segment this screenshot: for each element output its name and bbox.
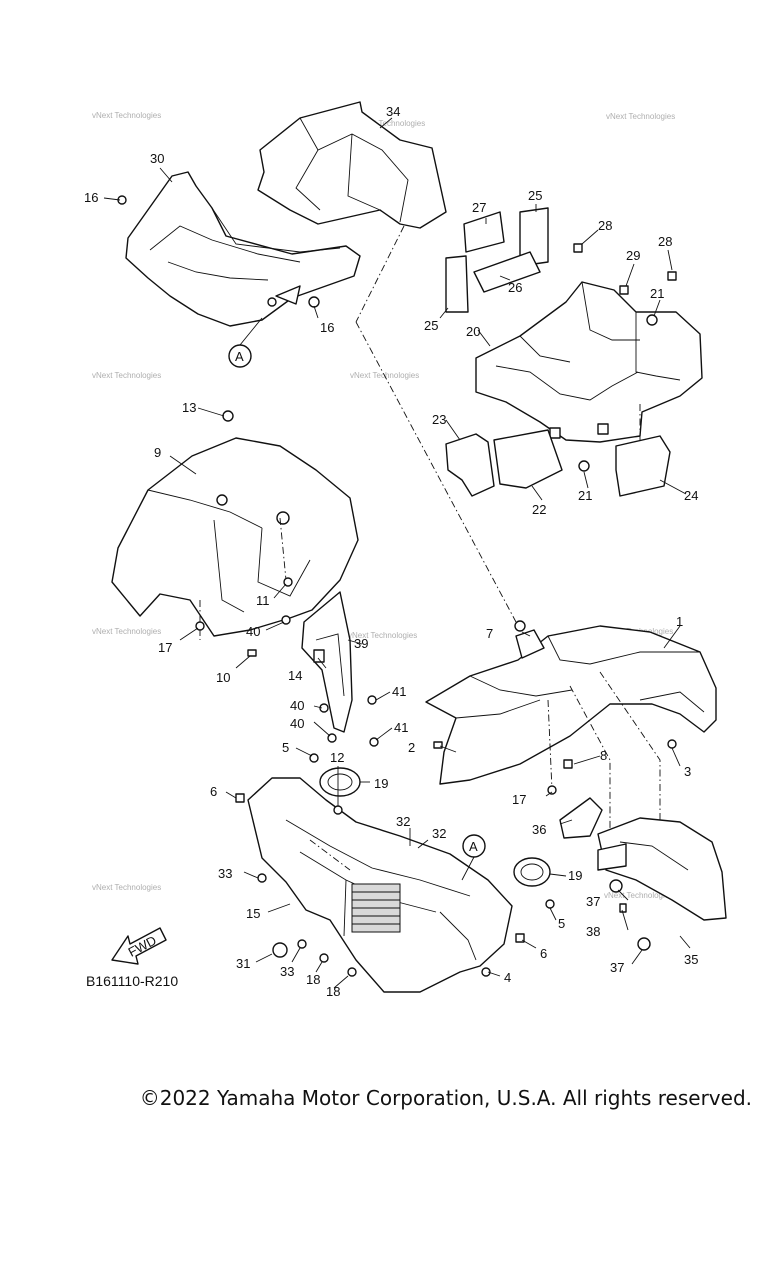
part-27-label bbox=[463, 211, 505, 253]
callout-5: 5 bbox=[282, 740, 289, 755]
callout-40: 40 bbox=[246, 624, 260, 639]
callout-25: 25 bbox=[528, 188, 542, 203]
part-39-side-bracket bbox=[301, 591, 353, 733]
callout-36: 36 bbox=[532, 822, 546, 837]
callout-21: 21 bbox=[650, 286, 664, 301]
callout-17: 17 bbox=[512, 792, 526, 807]
callout-12: 12 bbox=[330, 750, 344, 765]
callout-37: 37 bbox=[586, 894, 600, 909]
watermark: vNext Technologies bbox=[348, 631, 417, 640]
callout-19: 19 bbox=[374, 776, 388, 791]
callout-2: 2 bbox=[408, 740, 415, 755]
watermark: vNext Technologies bbox=[92, 883, 161, 892]
callout-35: 35 bbox=[684, 952, 698, 967]
ref-letter: A bbox=[235, 349, 244, 364]
callout-19: 19 bbox=[568, 868, 582, 883]
callout-6: 6 bbox=[210, 784, 217, 799]
watermark: vNext Technologies bbox=[604, 891, 673, 900]
watermark: vNext Technologies bbox=[606, 112, 675, 121]
part-1-rear-guard bbox=[425, 625, 717, 785]
callout-33: 33 bbox=[280, 964, 294, 979]
watermark: vNext Technologies bbox=[92, 371, 161, 380]
part-19-ducts bbox=[319, 767, 551, 887]
callout-22: 22 bbox=[532, 502, 546, 517]
callout-28: 28 bbox=[658, 234, 672, 249]
plates-22-23-24 bbox=[445, 429, 671, 497]
callout-24: 24 bbox=[684, 488, 698, 503]
callout-1: 1 bbox=[676, 614, 683, 629]
callout-26: 26 bbox=[508, 280, 522, 295]
callout-6: 6 bbox=[540, 946, 547, 961]
callout-25: 25 bbox=[424, 318, 438, 333]
callout-38: 38 bbox=[586, 924, 600, 939]
leader-lines bbox=[103, 117, 691, 989]
part-25-label-a bbox=[519, 207, 549, 267]
watermark: vNext Technologies bbox=[356, 119, 425, 128]
callout-39: 39 bbox=[354, 636, 368, 651]
watermark: vNext Technologies bbox=[92, 627, 161, 636]
callout-34: 34 bbox=[386, 104, 400, 119]
callout-18: 18 bbox=[306, 972, 320, 987]
callout-4: 4 bbox=[504, 970, 511, 985]
part-9-front-guard bbox=[111, 437, 359, 637]
callout-41: 41 bbox=[392, 684, 406, 699]
callout-33: 33 bbox=[218, 866, 232, 881]
callout-5: 5 bbox=[558, 916, 565, 931]
copyright-notice: ©2022 Yamaha Motor Corporation, U.S.A. A… bbox=[139, 1086, 752, 1110]
callout-32: 32 bbox=[396, 814, 410, 829]
part-26-label bbox=[473, 251, 541, 293]
callout-17: 17 bbox=[158, 640, 172, 655]
part-22-plate bbox=[493, 429, 563, 489]
callout-37: 37 bbox=[610, 960, 624, 975]
callout-32: 32 bbox=[432, 826, 446, 841]
callout-9: 9 bbox=[154, 445, 161, 460]
callout-23: 23 bbox=[432, 412, 446, 427]
part-35-rear-inner-cover bbox=[597, 817, 727, 921]
part-24-plate bbox=[615, 435, 671, 497]
part-23-plate bbox=[445, 433, 495, 497]
ref-letter: A bbox=[469, 839, 478, 854]
part-15-front-inner-panel bbox=[247, 777, 513, 993]
part-34-upper-cover bbox=[257, 101, 447, 229]
callout-27: 27 bbox=[472, 200, 486, 215]
watermark: vNext Technologies bbox=[92, 111, 161, 120]
part-25-label-b bbox=[445, 255, 469, 313]
part-30-front-panel bbox=[125, 171, 361, 327]
callout-31: 31 bbox=[236, 956, 250, 971]
callout-11: 11 bbox=[256, 593, 270, 608]
callout-3: 3 bbox=[684, 764, 691, 779]
callout-20: 20 bbox=[466, 324, 480, 339]
fwd-label: FWD bbox=[126, 933, 159, 960]
callout-8: 8 bbox=[600, 748, 607, 763]
part-20-rear-box bbox=[475, 281, 703, 443]
callout-30: 30 bbox=[150, 151, 164, 166]
callout-15: 15 bbox=[246, 906, 260, 921]
part-36-plate bbox=[559, 797, 603, 839]
callouts: 16 30 34 16 13 9 11 17 40 10 14 39 40 41… bbox=[84, 104, 698, 999]
callout-18: 18 bbox=[326, 984, 340, 999]
callout-13: 13 bbox=[182, 400, 196, 415]
callout-40: 40 bbox=[290, 698, 304, 713]
callout-21: 21 bbox=[578, 488, 592, 503]
labels-25-26-27 bbox=[445, 207, 549, 313]
reference-markers: A A bbox=[228, 317, 486, 881]
callout-14: 14 bbox=[288, 668, 302, 683]
callout-29: 29 bbox=[626, 248, 640, 263]
diagram-code: B161110-R210 bbox=[86, 973, 178, 989]
fwd-arrow-icon: FWD bbox=[111, 927, 167, 965]
callout-16: 16 bbox=[84, 190, 98, 205]
callout-40: 40 bbox=[290, 716, 304, 731]
callout-7: 7 bbox=[486, 626, 493, 641]
callout-28: 28 bbox=[598, 218, 612, 233]
callout-41: 41 bbox=[394, 720, 408, 735]
callout-10: 10 bbox=[216, 670, 230, 685]
callout-16: 16 bbox=[320, 320, 334, 335]
assembly-lines bbox=[199, 225, 661, 871]
